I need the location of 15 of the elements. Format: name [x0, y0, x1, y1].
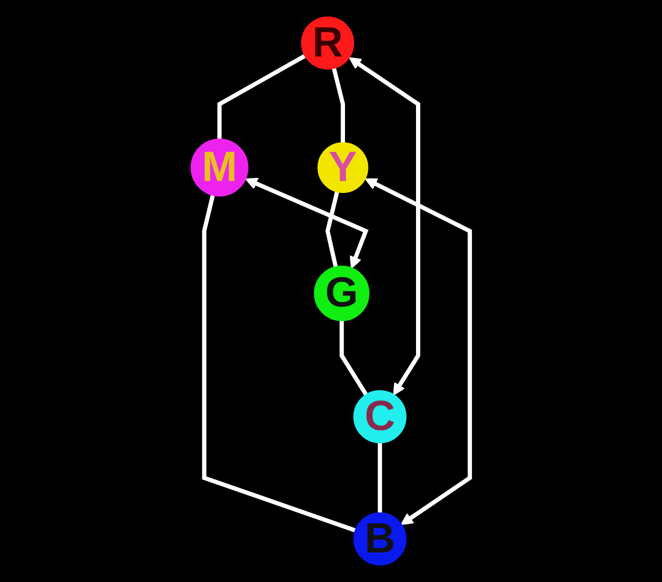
arrow: [349, 57, 421, 396]
connector: [340, 320, 368, 396]
arrow: [365, 178, 472, 525]
connector: [218, 54, 307, 140]
connector: [326, 191, 340, 268]
node-circle: B: [354, 512, 407, 566]
connector: [332, 68, 346, 143]
arrow: [246, 178, 369, 269]
connector: [202, 194, 357, 532]
node-circle: M: [191, 138, 249, 196]
node-circle: R: [302, 16, 355, 70]
node-circle: G: [314, 266, 370, 322]
connector: [378, 442, 382, 514]
node-circle: Y: [318, 142, 369, 193]
node-circle: C: [354, 390, 407, 444]
